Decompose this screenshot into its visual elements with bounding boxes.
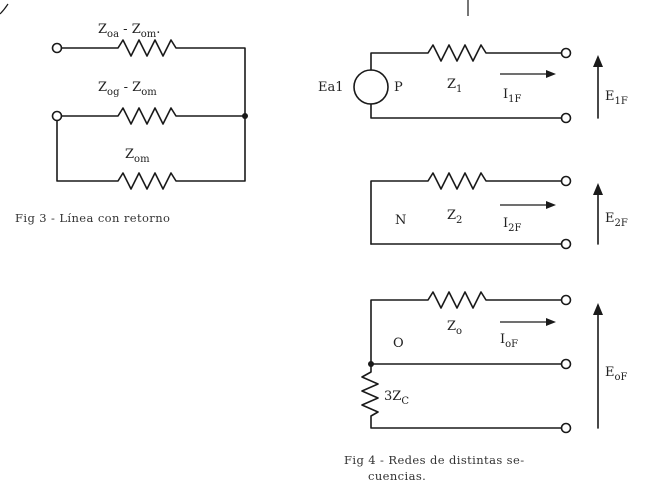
resistor-z2-line xyxy=(370,172,563,245)
terminal-negative-top xyxy=(560,175,572,187)
fig4-caption-line1: Fig 4 - Redes de distintas se- xyxy=(344,453,524,467)
label-zo: Zo xyxy=(447,319,462,337)
terminal-g xyxy=(51,110,63,122)
label-eof: EoF xyxy=(605,365,628,383)
label-i1f: I1F xyxy=(503,87,522,105)
label-3zc: 3ZC xyxy=(384,389,409,407)
resistor-z1-line xyxy=(370,44,563,71)
label-zog-zom: Zog - Zom xyxy=(98,80,157,98)
label-zoa-zom: Zoa - Zom. xyxy=(98,22,160,40)
current-arrowhead-i2f xyxy=(546,201,556,209)
fig3-caption: Fig 3 - Línea con retorno xyxy=(15,211,170,225)
label-z1: Z1 xyxy=(447,77,462,95)
label-node-n: N xyxy=(395,213,406,228)
branch-zom xyxy=(56,115,246,190)
resistor-zo-line xyxy=(370,291,563,365)
resistor-3zc xyxy=(361,363,563,429)
label-i2f: I2F xyxy=(503,216,522,234)
label-node-p: P xyxy=(394,80,403,95)
negative-sequence-network xyxy=(370,172,603,250)
voltage-arrowhead-e1f xyxy=(593,55,603,67)
fig3-line-with-return: Zoa - Zom. Zog - Zom Zom Fig 3 - Línea c… xyxy=(15,22,248,225)
fig4-sequence-networks: Ea1 P Z1 I1F E1F N Z2 I2F E2F xyxy=(318,44,628,483)
label-ea1: Ea1 xyxy=(318,80,344,95)
voltage-arrowhead-eof xyxy=(593,303,603,315)
scan-mark-corner xyxy=(0,3,9,15)
fig4-caption-line2: cuencias. xyxy=(368,469,426,483)
branch-zoa-zom xyxy=(51,39,246,117)
terminal-negative-bottom xyxy=(560,238,572,250)
return-line-positive xyxy=(370,103,563,119)
terminal-positive-bottom xyxy=(560,112,572,124)
terminal-zero-top xyxy=(560,294,572,306)
positive-sequence-network xyxy=(353,44,603,124)
label-e2f: E2F xyxy=(605,211,628,229)
label-node-o: O xyxy=(393,336,404,351)
terminal-positive-top xyxy=(560,47,572,59)
terminal-zero-bottom xyxy=(560,422,572,434)
source-ea1 xyxy=(353,69,389,105)
label-e1f: E1F xyxy=(605,89,628,107)
terminal-zero-middle xyxy=(560,358,572,370)
branch-zog-zom xyxy=(51,107,248,125)
label-zom: Zom xyxy=(125,147,150,165)
label-z2: Z2 xyxy=(447,208,462,226)
current-arrowhead-i1f xyxy=(546,70,556,78)
resistor-zog-zom xyxy=(60,107,246,125)
zero-sequence-network xyxy=(361,291,603,434)
voltage-arrowhead-e2f xyxy=(593,183,603,195)
terminal-a xyxy=(51,42,63,54)
resistor-zom xyxy=(56,115,246,190)
current-arrowhead-iof xyxy=(546,318,556,326)
label-iof: IoF xyxy=(500,332,518,350)
resistor-zoa-zom xyxy=(60,39,246,117)
